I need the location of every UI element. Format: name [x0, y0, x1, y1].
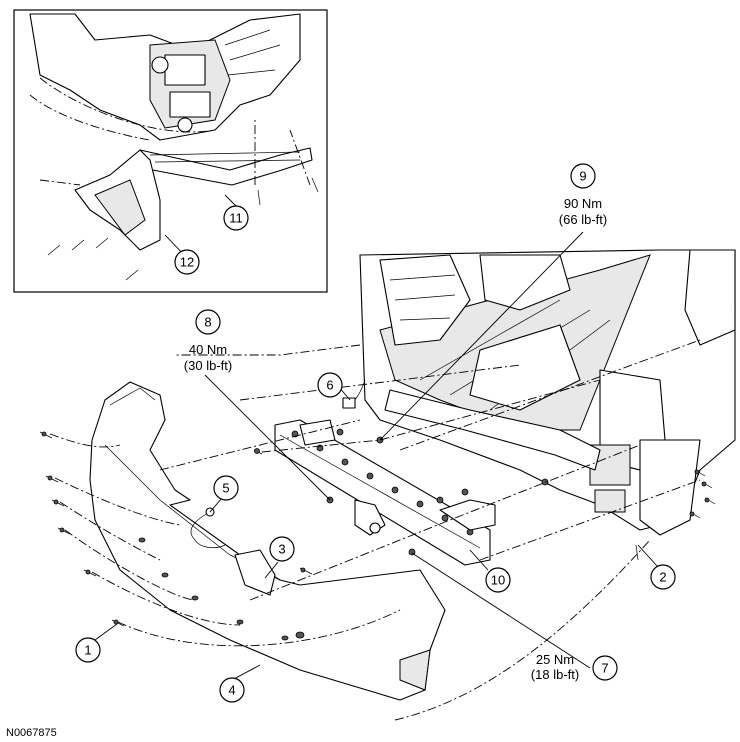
callout-8: 8 40 Nm (30 lb-ft) [184, 309, 232, 373]
vehicle-rear-body [359, 249, 736, 536]
leader-lines [94, 194, 658, 681]
callout-9-torque-lbft: (66 lb-ft) [559, 212, 607, 227]
callout-7-torque-lbft: (18 lb-ft) [531, 667, 579, 682]
callout-8-torque-lbft: (30 lb-ft) [184, 358, 232, 373]
callout-12-number: 12 [180, 255, 194, 270]
callout-4-number: 4 [228, 683, 235, 698]
callout-4: 4 [219, 677, 245, 703]
callout-10-number: 10 [491, 573, 505, 588]
callout-1: 1 [75, 637, 101, 663]
callout-9-torque-nm: 90 Nm [564, 196, 602, 211]
callout-7-number: 7 [601, 661, 608, 676]
callout-11: 11 [223, 205, 249, 231]
callout-7: 25 Nm (18 lb-ft) 7 [531, 652, 618, 682]
wiring-harness [190, 379, 366, 549]
callout-3: 3 [269, 536, 295, 562]
figure-id: N0067875 [6, 727, 57, 739]
callout-11-number: 11 [229, 211, 243, 226]
callout-5-number: 5 [222, 481, 229, 496]
callout-2: 2 [650, 564, 676, 590]
callout-9-number: 9 [579, 169, 586, 184]
callout-8-number: 8 [204, 315, 211, 330]
installation-lines [49, 339, 701, 721]
inset-detail [13, 9, 328, 293]
callout-7-torque-nm: 25 Nm [536, 652, 574, 667]
callout-12: 12 [174, 249, 200, 275]
callout-8-torque-nm: 40 Nm [189, 342, 227, 357]
callout-5: 5 [213, 475, 239, 501]
callout-10: 10 [485, 567, 511, 593]
fasteners [39, 428, 716, 627]
callout-3-number: 3 [278, 542, 285, 557]
bumper-cover [89, 381, 446, 701]
callout-2-number: 2 [659, 570, 666, 585]
callout-9: 9 90 Nm (66 lb-ft) [559, 163, 607, 227]
bumper-reinforcement [274, 419, 496, 566]
callout-6: 6 [317, 372, 343, 398]
callout-1-number: 1 [84, 643, 91, 658]
callout-6-number: 6 [326, 378, 333, 393]
